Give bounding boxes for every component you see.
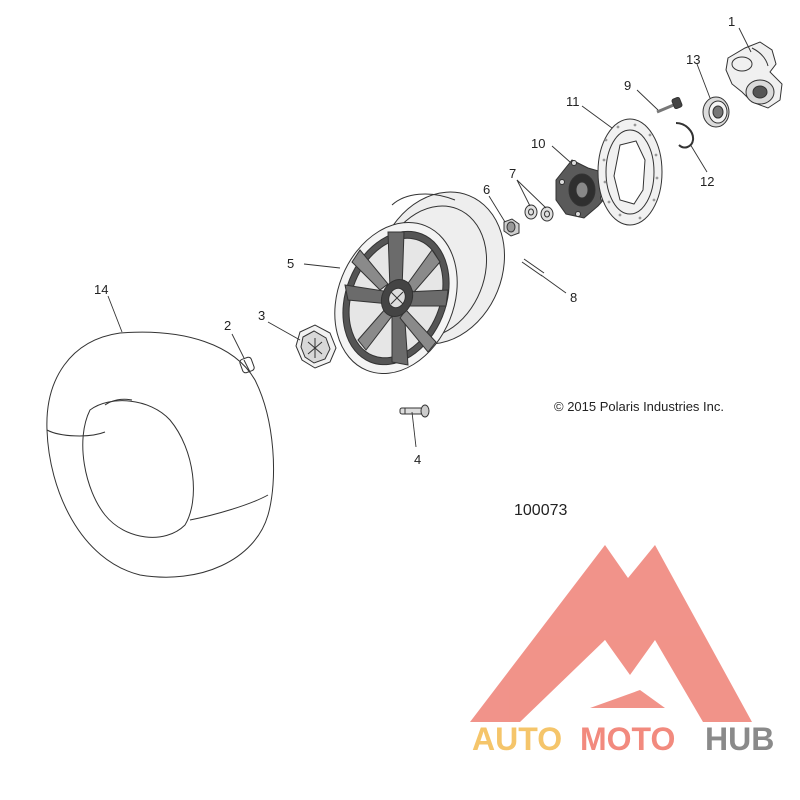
callout-2: 2 <box>224 318 231 333</box>
callout-12: 12 <box>700 174 714 189</box>
center-cap-part[interactable] <box>295 324 337 369</box>
washer-part[interactable] <box>524 204 554 222</box>
watermark-wordmark: AUTO MOTO HUB <box>472 721 774 757</box>
steering-knuckle-part[interactable] <box>725 41 783 109</box>
callout-5: 5 <box>287 256 294 271</box>
cotter-pin-part[interactable] <box>521 258 545 277</box>
watermark-logo <box>470 545 752 722</box>
copyright-text: © 2015 Polaris Industries Inc. <box>554 399 724 414</box>
callout-10: 10 <box>531 136 545 151</box>
callout-3: 3 <box>258 308 265 323</box>
snap-ring-part[interactable] <box>675 122 695 149</box>
watermark-auto: AUTO <box>472 721 562 757</box>
valve-stem-part[interactable] <box>239 356 255 374</box>
figure-number: 100073 <box>514 502 567 519</box>
callout-11: 11 <box>566 94 580 109</box>
callout-7: 7 <box>509 166 516 181</box>
brake-rotor-part[interactable] <box>597 118 663 226</box>
callout-13: 13 <box>686 52 700 67</box>
callout-4: 4 <box>414 452 421 467</box>
bearing-part[interactable] <box>702 96 730 128</box>
callout-9: 9 <box>624 78 631 93</box>
watermark-hub: HUB <box>705 721 774 757</box>
callout-14: 14 <box>94 282 108 297</box>
rotor-bolt-part[interactable] <box>656 96 683 114</box>
logo-mark-icon <box>470 545 752 722</box>
lug-bolt-part[interactable] <box>399 404 430 418</box>
tire-part[interactable] <box>46 331 275 578</box>
callout-8: 8 <box>570 290 577 305</box>
wheel-part[interactable] <box>313 172 527 392</box>
leader-lines <box>107 27 752 448</box>
watermark-moto: MOTO <box>580 721 675 757</box>
callout-1: 1 <box>728 14 735 29</box>
callout-6: 6 <box>483 182 490 197</box>
lug-nut-part[interactable] <box>503 218 520 237</box>
callout-labels: 1 2 3 4 5 6 7 8 9 10 11 12 13 14 <box>94 14 735 467</box>
